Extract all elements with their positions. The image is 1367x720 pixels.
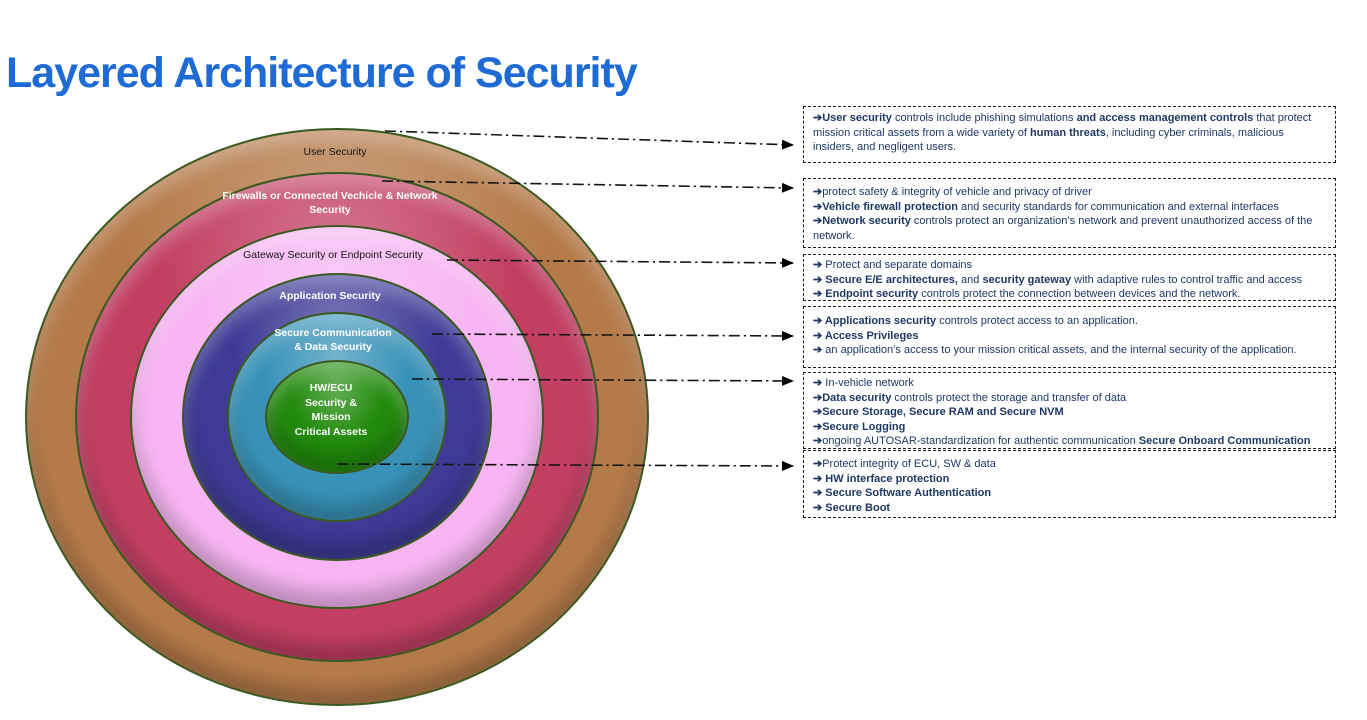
connector-hw-ecu xyxy=(336,460,794,471)
callout-line: ➔Vehicle firewall protection and securit… xyxy=(813,200,1326,215)
ring-label-application-security: Application Security xyxy=(279,290,381,302)
callout-text-segment: ➔ xyxy=(813,215,823,228)
callout-text-segment: controls protect the connection between … xyxy=(921,288,1241,301)
callout-text-segment: HW interface protection xyxy=(825,472,950,485)
callout-text-segment: ➔ xyxy=(813,472,826,485)
ring-label-gateway-endpoint-security: Gateway Security or Endpoint Security xyxy=(243,249,423,261)
callout-line: ➔User security controls include phishing… xyxy=(813,111,1326,155)
callout-text-segment: ➔ xyxy=(813,458,823,470)
ring-label-secure-communication: Secure Communication & Data Security xyxy=(274,327,392,353)
ring-label-hw-ecu-core: HW/ECU Security & Mission Critical Asset… xyxy=(294,382,368,438)
callout-line: ➔Secure Storage, Secure RAM and Secure N… xyxy=(813,405,1326,420)
callout-text-segment: Data security xyxy=(822,391,895,404)
ring-label-user-security: User Security xyxy=(303,146,367,158)
callout-text-segment: ➔ xyxy=(813,288,826,301)
callout-text-segment: Secure Boot xyxy=(825,501,891,514)
callout-text-segment: Secure Onboard Communication xyxy=(1138,435,1311,448)
callout-data-security: ➔ In-vehicle network➔Data security contr… xyxy=(803,372,1336,449)
callout-text-segment: ➔ xyxy=(813,501,826,514)
callout-text-segment: ➔ xyxy=(813,315,825,327)
callout-line: ➔Network security controls protect an or… xyxy=(813,214,1326,243)
callout-hw-ecu: ➔Protect integrity of ECU, SW & data➔ HW… xyxy=(803,450,1336,518)
callout-text-segment: ➔ xyxy=(813,186,823,198)
callout-text-segment: , including cyber criminals, malicious i… xyxy=(813,126,1284,154)
callout-text-segment: Secure E/E architectures, xyxy=(825,273,962,286)
callout-text-segment: ➔ xyxy=(813,112,823,124)
callout-text-segment: ➔ xyxy=(813,329,825,342)
callout-line: ➔Data security controls protect the stor… xyxy=(813,391,1326,406)
connector-data-security xyxy=(411,375,794,386)
callout-text-segment: ongoing AUTOSAR-standardization for auth… xyxy=(822,435,1139,448)
callout-text-segment: and xyxy=(961,273,983,286)
callout-text-segment: ➔ xyxy=(813,377,826,389)
callout-text-segment: and security standards for communication… xyxy=(960,200,1279,213)
callout-text-segment: ➔ xyxy=(813,487,826,500)
callout-application-security: ➔ Applications security controls protect… xyxy=(803,306,1336,368)
callout-text-segment: controls protect the storage and transfe… xyxy=(894,391,1127,404)
connector-gateway-security xyxy=(446,257,794,268)
callout-text-segment: User security xyxy=(822,112,895,124)
connector-network-security xyxy=(381,180,794,193)
callout-gateway-security: ➔ Protect and separate domains➔ Secure E… xyxy=(803,254,1336,301)
callout-text-segment: ➔ xyxy=(813,435,823,448)
callout-text-segment: Protect integrity of ECU, SW & data xyxy=(822,458,996,470)
callout-text-segment: Vehicle firewall protection xyxy=(822,200,961,213)
callout-text-segment: In-vehicle network xyxy=(825,377,914,389)
callout-line: ➔ an application’s access to your missio… xyxy=(813,343,1326,358)
callout-text-segment: Secure Logging xyxy=(822,420,906,433)
callout-text-segment: Access Privileges xyxy=(824,329,919,342)
callout-text-segment: ➔ xyxy=(813,259,826,271)
callout-text-segment: Endpoint security xyxy=(825,288,922,301)
callout-user-security: ➔User security controls include phishing… xyxy=(803,106,1336,163)
callout-text-segment: controls protect access to an applicatio… xyxy=(939,315,1138,327)
callout-text-segment: Protect and separate domains xyxy=(825,259,973,271)
ring-label-firewalls-network-security: Firewalls or Connected Vechicle & Networ… xyxy=(222,190,438,216)
connector-application-security xyxy=(431,330,794,341)
connector-user-security xyxy=(384,130,794,150)
callout-text-segment: ➔ xyxy=(813,273,826,286)
callout-text-segment: Network security xyxy=(822,215,914,228)
callout-text-segment: ➔ xyxy=(813,391,823,404)
callout-line: ➔protect safety & integrity of vehicle a… xyxy=(813,185,1326,200)
page-title: Layered Architecture of Security xyxy=(6,48,638,97)
callout-text-segment: that protect mission critical assets fro… xyxy=(813,112,1312,139)
callout-line: ➔ongoing AUTOSAR-standardization for aut… xyxy=(813,434,1326,449)
callout-line: ➔ Secure Software Authentication xyxy=(813,486,1326,501)
callout-line: ➔ Applications security controls protect… xyxy=(813,314,1326,329)
callout-line: ➔ In-vehicle network xyxy=(813,376,1326,391)
callout-line: ➔ Access Privileges xyxy=(813,329,1326,344)
callout-text-segment: Secure Storage, Secure RAM and Secure NV… xyxy=(822,406,1064,419)
callout-line: ➔ Secure E/E architectures, and security… xyxy=(813,273,1326,288)
callout-text-segment: with adaptive rules to control traffic a… xyxy=(1074,273,1303,286)
callout-text-segment: controls include phishing simulations xyxy=(894,112,1077,124)
callout-line: ➔ Secure Boot xyxy=(813,501,1326,516)
callout-network-security: ➔protect safety & integrity of vehicle a… xyxy=(803,178,1336,248)
callout-text-segment: ➔ xyxy=(813,200,823,213)
callout-line: ➔ HW interface protection xyxy=(813,472,1326,487)
callout-text-segment: ➔ xyxy=(813,420,823,433)
callout-line: ➔Secure Logging xyxy=(813,420,1326,435)
callout-text-segment: Secure Software Authentication xyxy=(825,487,992,500)
callout-text-segment: security gateway xyxy=(982,273,1075,286)
callout-text-segment: ➔ xyxy=(813,344,826,357)
callout-line: ➔ Protect and separate domains xyxy=(813,258,1326,273)
callout-line: ➔Protect integrity of ECU, SW & data xyxy=(813,457,1326,472)
ring-hw-ecu-core xyxy=(265,360,409,474)
ring-sheen xyxy=(267,362,407,472)
callout-text-segment: and access management controls xyxy=(1076,112,1257,124)
callout-text-segment: Applications security xyxy=(824,315,940,327)
callout-text-segment: an application’s access to your mission … xyxy=(825,344,1297,357)
callout-line: ➔ Endpoint security controls protect the… xyxy=(813,287,1326,302)
callout-text-segment: controls protect an organization’s netwo… xyxy=(813,215,1313,242)
callout-text-segment: ➔ xyxy=(813,406,823,419)
callout-text-segment: protect safety & integrity of vehicle an… xyxy=(822,186,1092,198)
callout-text-segment: human threats xyxy=(1030,126,1106,139)
